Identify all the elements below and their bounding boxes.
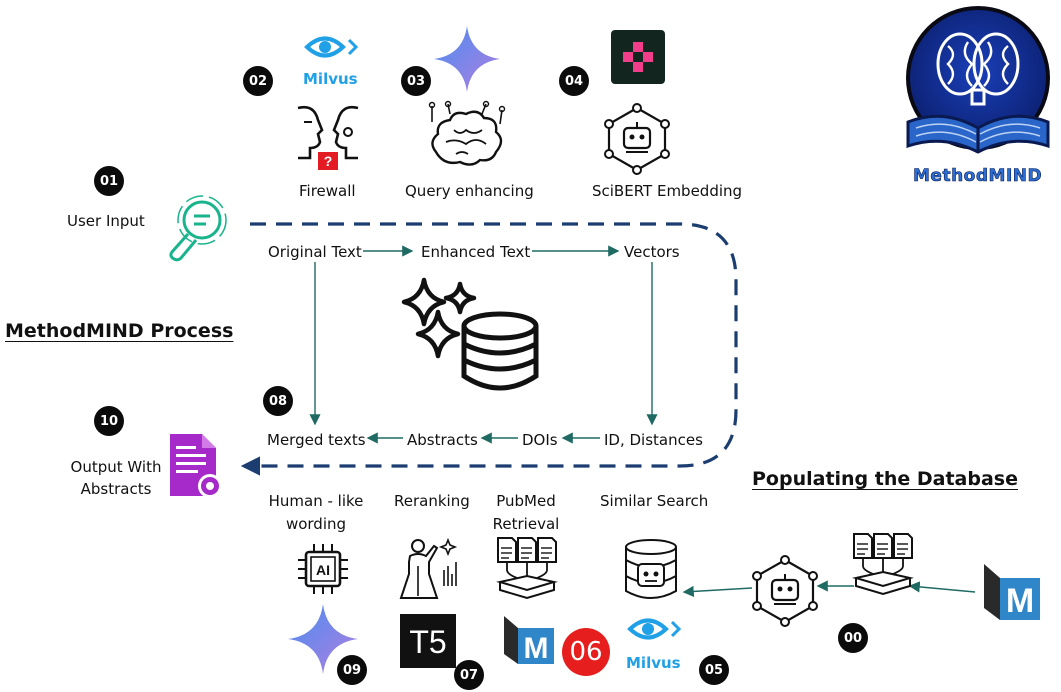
badge-02: 02 <box>243 66 273 96</box>
gemini-star-icon-bottom <box>288 604 358 674</box>
firewall-label: Firewall <box>299 182 356 200</box>
output-label-line2: Abstracts <box>80 480 152 498</box>
human-wording-line2: wording <box>285 515 347 533</box>
brand-name: MethodMIND <box>913 166 1043 187</box>
ai-chip-text: AI <box>316 562 330 578</box>
milvus-eye-icon-bottom <box>627 618 682 640</box>
robot-network-icon-right <box>752 555 818 627</box>
id-distances-label: ID, Distances <box>604 431 703 449</box>
database-robot-icon <box>625 539 677 599</box>
reranking-label: Reranking <box>394 492 470 510</box>
arrow-source-docs <box>908 581 976 593</box>
pubmed-line2: Retrieval <box>492 515 560 533</box>
enhanced-text-label: Enhanced Text <box>421 243 531 261</box>
scibert-label: SciBERT Embedding <box>592 182 743 200</box>
robot-network-icon <box>604 103 670 175</box>
svg-text:M: M <box>1006 582 1034 620</box>
brain-book-logo-icon <box>906 6 1050 154</box>
process-heading: MethodMIND Process <box>5 320 234 342</box>
original-text-label: Original Text <box>268 243 362 261</box>
firewall-heads-icon: ? <box>297 105 359 170</box>
brain-circuit-icon <box>428 100 506 166</box>
documents-tray-icon-right <box>852 533 914 596</box>
dashed-loop-arrow <box>240 222 738 476</box>
badge-04: 04 <box>559 66 589 96</box>
vectors-label: Vectors <box>624 243 680 261</box>
output-label-line1: Output With <box>70 458 162 476</box>
ai-chip-icon: AI <box>298 544 348 594</box>
t5-text: T5 <box>409 624 446 660</box>
populating-heading: Populating the Database <box>752 468 1018 490</box>
human-wording-line1: Human - like <box>268 492 364 510</box>
search-magnifier-icon <box>169 195 227 262</box>
badge-08: 08 <box>263 386 293 416</box>
badge-06: 06 <box>562 628 610 676</box>
badge-07: 07 <box>454 660 484 690</box>
gemini-star-icon <box>434 26 500 92</box>
similar-search-label: Similar Search <box>600 492 709 510</box>
plus-logo-icon <box>611 30 665 84</box>
dois-label: DOIs <box>522 431 558 449</box>
methodmind-m-icon: M <box>504 616 554 665</box>
methodmind-m-icon-right: M <box>984 564 1040 620</box>
badge-00: 00 <box>838 623 868 653</box>
documents-tray-icon <box>496 537 558 600</box>
t5-logo-icon: T5 <box>400 614 456 668</box>
researcher-icon <box>399 537 458 599</box>
arrow-robot-db <box>682 585 753 598</box>
pubmed-line1: PubMed <box>496 492 556 510</box>
badge-01: 01 <box>94 166 124 196</box>
milvus-label-top: Milvus <box>303 70 358 88</box>
badge-05: 05 <box>699 655 729 685</box>
badge-10: 10 <box>94 406 124 436</box>
badge-03: 03 <box>401 66 431 96</box>
sparkle-database-icon <box>401 277 539 391</box>
query-enhancing-label: Query enhancing <box>405 182 534 200</box>
abstracts-label: Abstracts <box>407 431 478 449</box>
badge-09: 09 <box>337 655 367 685</box>
milvus-eye-icon <box>304 36 359 58</box>
document-settings-icon <box>170 434 222 498</box>
milvus-label-bottom: Milvus <box>626 654 681 672</box>
svg-text:?: ? <box>324 153 333 169</box>
user-input-label: User Input <box>67 212 145 230</box>
svg-text:M: M <box>524 632 549 665</box>
merged-texts-label: Merged texts <box>267 431 366 449</box>
